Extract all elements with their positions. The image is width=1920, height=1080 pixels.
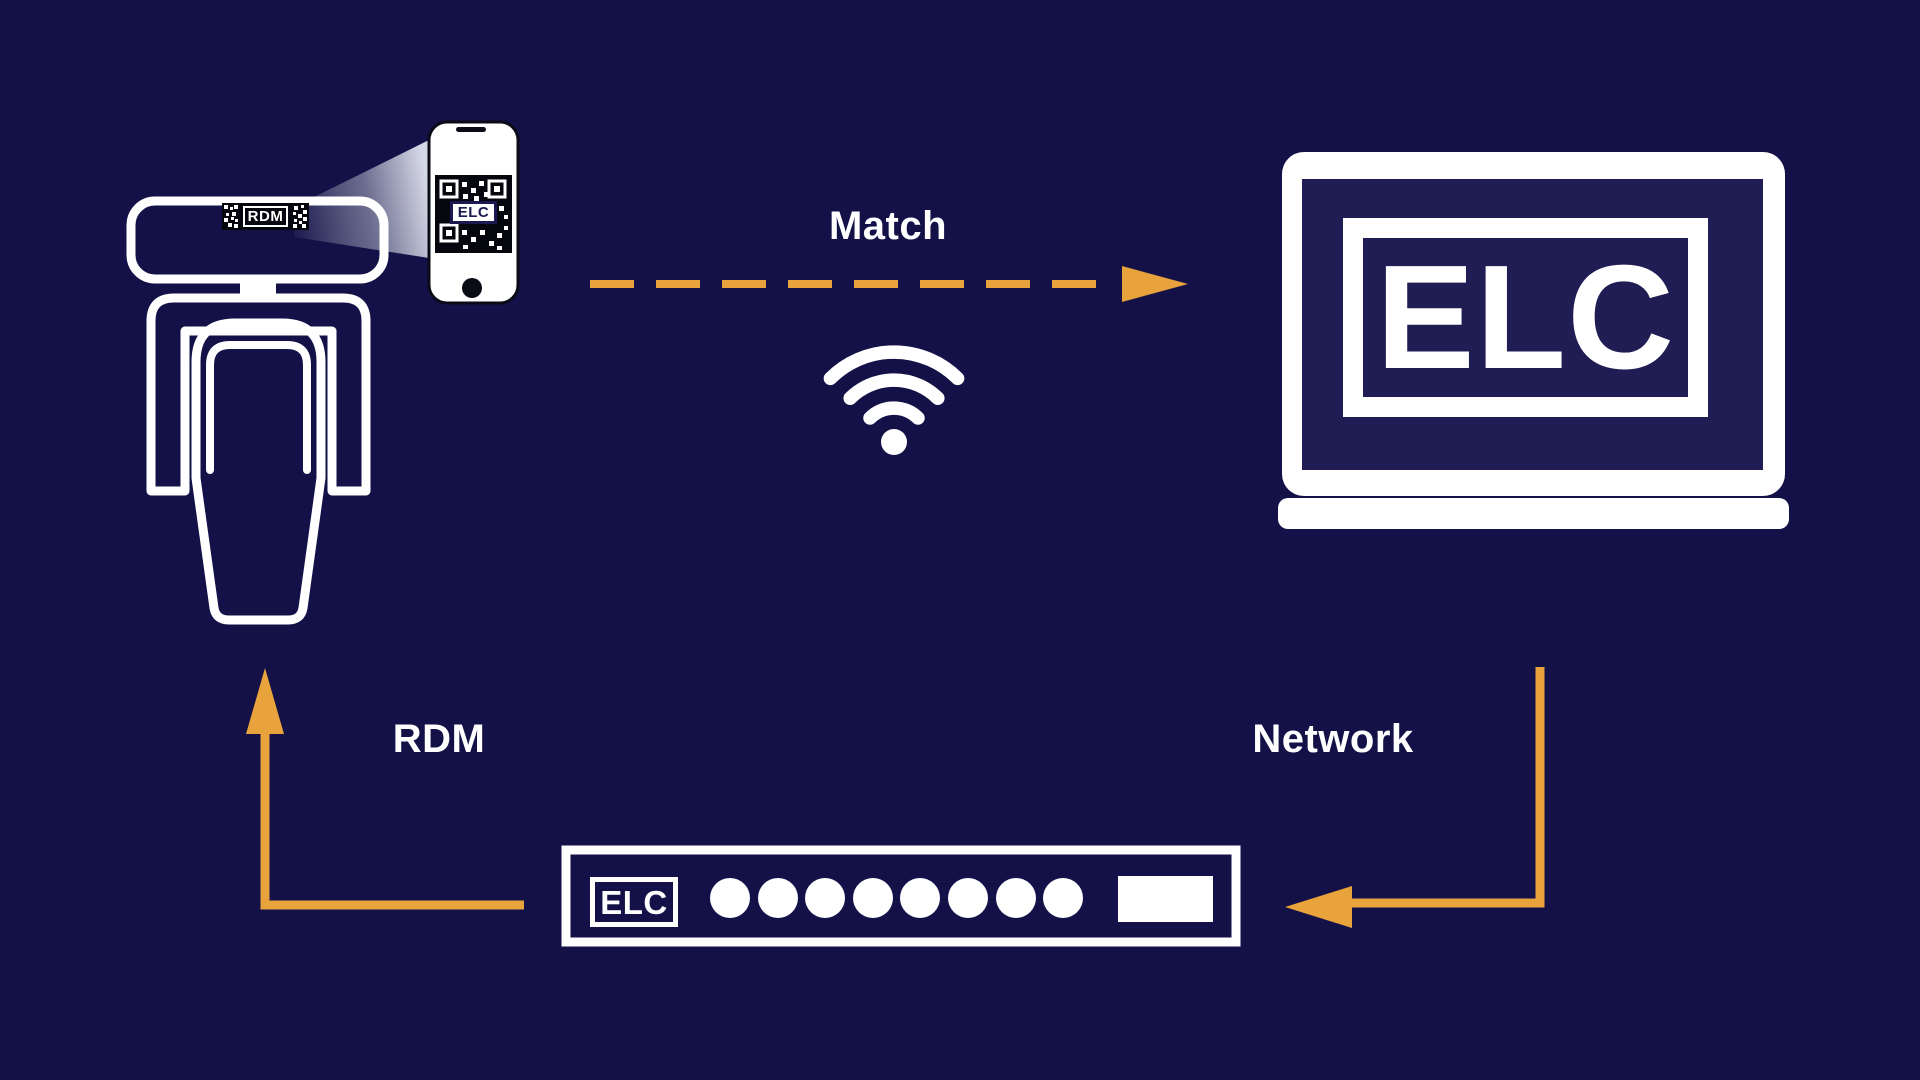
phone-speaker (456, 127, 486, 132)
rdm-arrowhead (246, 668, 284, 734)
fixture-yoke (146, 293, 371, 496)
rdm-edge-label: RDM (392, 717, 486, 761)
port-dot (996, 878, 1036, 918)
node-chassis (561, 845, 1241, 947)
network-edge-label: Network (1252, 717, 1414, 761)
fixture-rdm-sticker: RDM (222, 203, 309, 230)
node-elc-badge: ELC (590, 877, 678, 927)
phone-home-button (462, 278, 482, 298)
rdm-arrow (246, 668, 524, 910)
network-arrowhead (1285, 886, 1352, 928)
port-dot (805, 878, 845, 918)
node-ports (710, 878, 1083, 918)
fixture-head (191, 318, 326, 625)
port-dot (853, 878, 893, 918)
moving-head-fixture (126, 196, 389, 625)
network-node-device (561, 845, 1241, 947)
network-arrow (1285, 667, 1545, 928)
qr-strip-icon (292, 205, 307, 228)
fixture-lens (206, 341, 311, 474)
wifi-icon (823, 345, 965, 455)
port-dot (1043, 878, 1083, 918)
laptop-elc-logo: ELC (1376, 234, 1675, 400)
port-dot (710, 878, 750, 918)
laptop-logo-frame (1343, 218, 1708, 417)
phone-qr-elc-badge: ELC (450, 201, 497, 224)
laptop-base (1278, 498, 1789, 529)
match-arrow (590, 266, 1188, 302)
match-edge-label: Match (828, 204, 948, 248)
laptop (1278, 152, 1789, 529)
port-dot (948, 878, 988, 918)
node-display-panel (1118, 876, 1213, 922)
fixture-base (126, 196, 389, 284)
qr-strip-icon (224, 205, 238, 228)
port-dot (900, 878, 940, 918)
port-dot (758, 878, 798, 918)
match-arrowhead (1122, 266, 1188, 302)
fixture-rdm-label: RDM (242, 206, 289, 227)
